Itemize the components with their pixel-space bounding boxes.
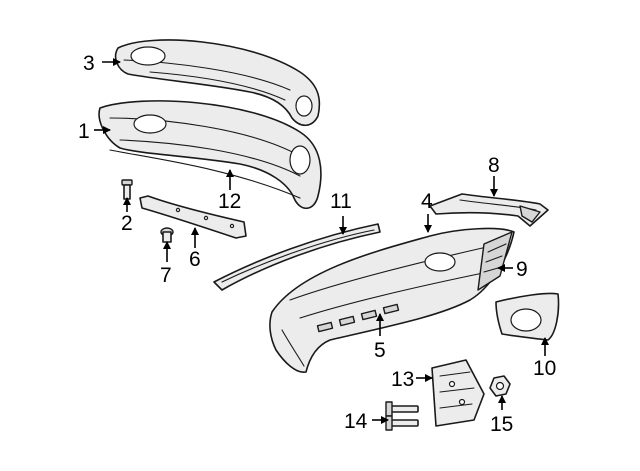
bracket-strip xyxy=(139,195,247,239)
leader-lines xyxy=(94,58,549,424)
callout-15: 15 xyxy=(490,413,513,436)
bumper-lower xyxy=(269,227,515,373)
push-fastener xyxy=(160,227,174,243)
callout-11: 11 xyxy=(330,190,352,213)
callout-3: 3 xyxy=(83,52,95,75)
molding-strip xyxy=(213,223,381,291)
bumper-grille-insert xyxy=(477,231,513,291)
bumper-face-bar xyxy=(98,100,322,210)
callout-10: 10 xyxy=(533,357,556,380)
side-bracket xyxy=(429,193,549,227)
callout-14: 14 xyxy=(344,410,368,433)
callout-6: 6 xyxy=(189,248,201,271)
bolt-part xyxy=(121,179,133,200)
callout-labels: 3 1 2 12 6 7 11 4 8 9 5 10 13 14 15 xyxy=(78,52,556,436)
bumper-cover-upper xyxy=(114,39,321,127)
callout-13: 13 xyxy=(391,368,414,391)
fog-lamp-bezel xyxy=(495,292,560,341)
callout-1: 1 xyxy=(78,120,90,143)
hex-nut xyxy=(489,375,511,397)
mounting-bracket xyxy=(431,359,485,427)
callout-8: 8 xyxy=(488,154,500,177)
callout-12: 12 xyxy=(218,190,241,213)
callout-2: 2 xyxy=(121,212,133,235)
bolt-set xyxy=(385,401,419,431)
callout-5: 5 xyxy=(374,339,386,362)
callout-9: 9 xyxy=(516,258,528,281)
callout-4: 4 xyxy=(421,190,433,213)
callout-7: 7 xyxy=(160,264,172,287)
